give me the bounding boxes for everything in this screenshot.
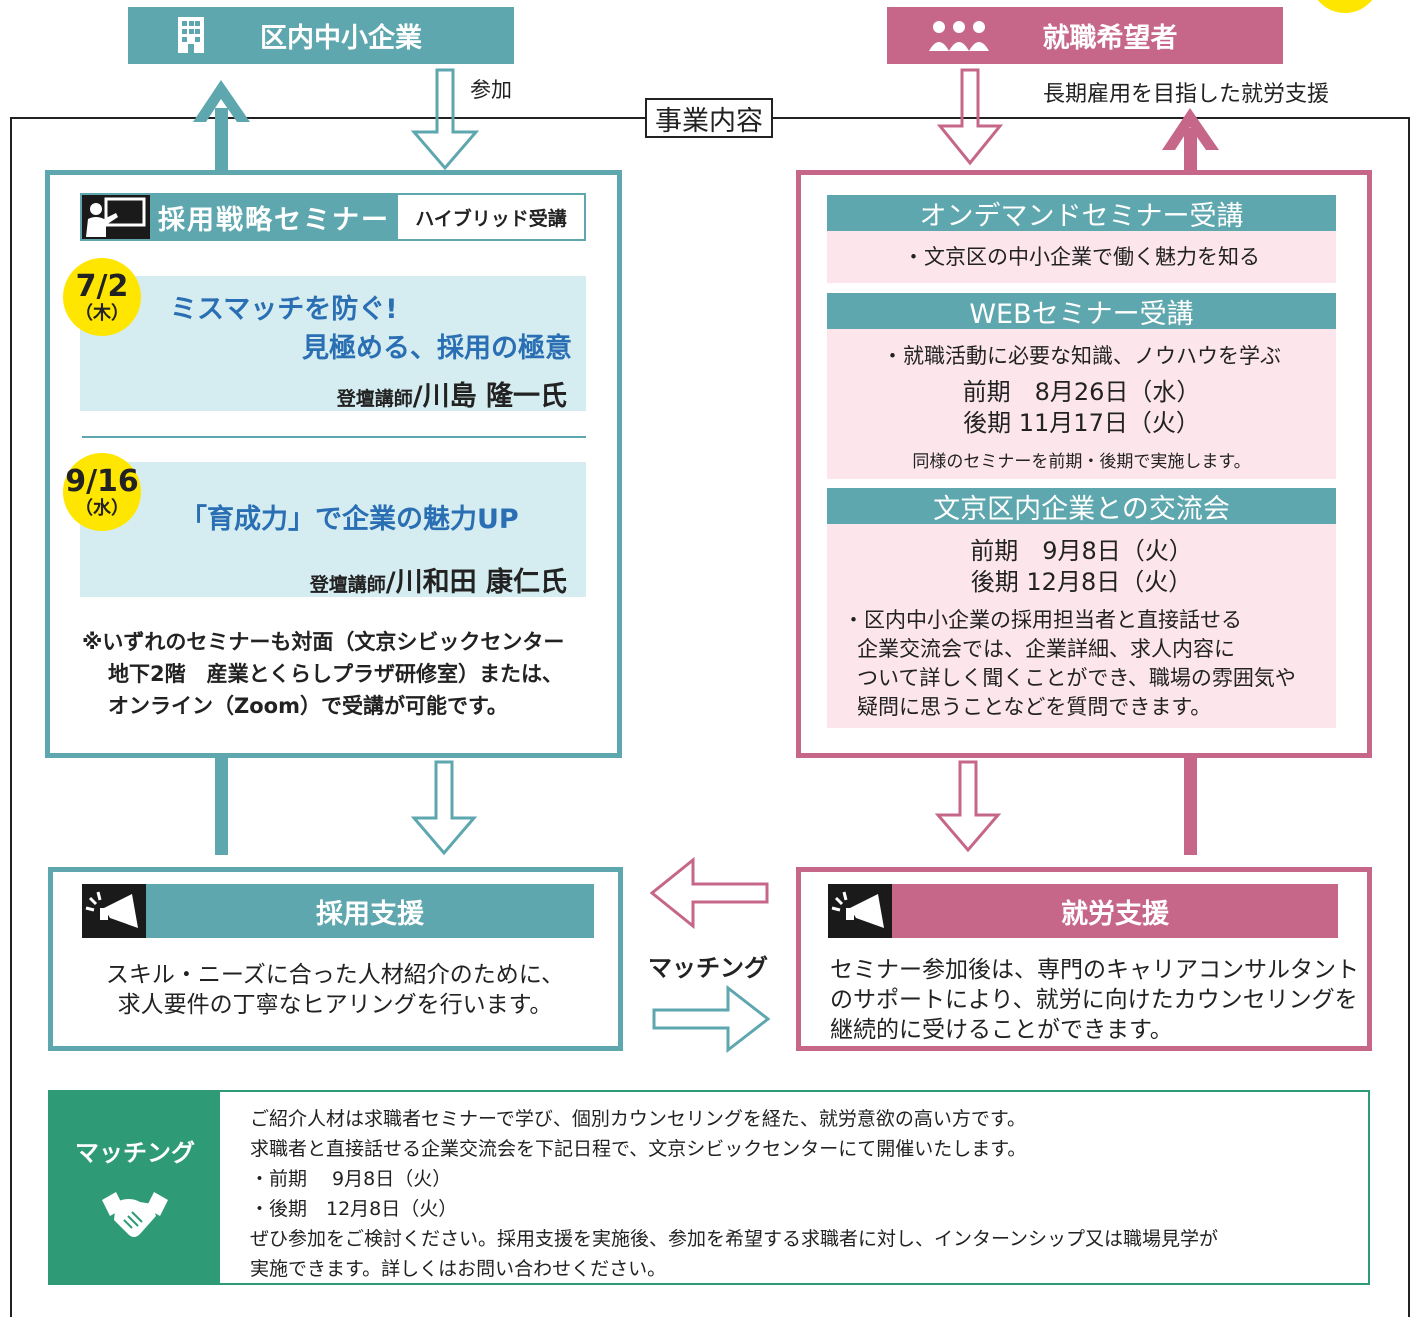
ondemand-title: オンデマンドセミナー受講 [827, 195, 1336, 232]
seminar-divider [82, 436, 586, 438]
web-second: 後期 11月17日（火） [963, 409, 1200, 437]
seminar-date-1: 7/2 （木） [63, 258, 141, 336]
handshake-icon [102, 1192, 168, 1237]
work-line: 継続的に受けることができます。 [830, 1017, 1173, 1043]
exchange-first: 前期 9月8日（火） [970, 537, 1193, 565]
section-tag: 事業内容 [645, 98, 773, 138]
date-text: 7/2 [75, 268, 129, 304]
exchange-line: ついて詳しく聞くことができ、職場の雰囲気や [857, 666, 1296, 690]
teal-up-arrow [193, 80, 250, 178]
date-text: 9/16 [65, 463, 139, 499]
seminar-title-bar: 採用戦略セミナー ハイブリッド受講 [80, 193, 586, 241]
megaphone-icon-box [828, 884, 892, 938]
hiring-support-header: 採用支援 [82, 884, 594, 938]
teal-right-arrow [652, 984, 771, 1054]
ondemand-text: ・文京区の中小企業で働く魅力を知る [903, 245, 1260, 269]
megaphone-icon-box [82, 884, 146, 938]
hiring-line: 求人要件の丁寧なヒアリングを行います。 [117, 992, 553, 1018]
teal-hollow-down-arrow-mid [410, 760, 478, 856]
pink-hollow-down-arrow-top [936, 68, 1004, 166]
speaker-prefix: 登壇講師 [336, 388, 413, 410]
web-first: 前期 8月26日（水） [962, 378, 1201, 406]
pink-left-arrow [649, 856, 769, 930]
seminar-card-2 [80, 462, 586, 597]
hiring-support-text: スキル・ニーズに合った人材紹介のために、 求人要件の丁寧なヒアリングを行います。 [70, 960, 600, 1020]
matching-info-line: ぜひ参加をご検討ください。採用支援を実施後、参加を希望する求職者に対し、インター… [250, 1228, 1219, 1250]
ondemand-panel: ・文京区の中小企業で働く魅力を知る [827, 231, 1336, 283]
people-icon [927, 19, 991, 53]
matching-info-line: 求職者と直接話せる企業交流会を下記日程で、文京シビックセンターにて開催いたします… [250, 1138, 1027, 1160]
matching-info-label: マッチング [75, 1139, 195, 1167]
exchange-panel: 前期 9月8日（火） 後期 12月8日（火） ・区内中小企業の採用担当者と直接話… [827, 524, 1336, 728]
exchange-line: 疑問に思うことなどを質問できます。 [857, 695, 1212, 719]
hybrid-badge: ハイブリッド受講 [415, 207, 567, 230]
long-term-label: 長期雇用を目指した就労支援 [1043, 82, 1330, 107]
megaphone-icon [831, 891, 884, 928]
work-line: セミナー参加後は、専門のキャリアコンサルタント [830, 957, 1359, 983]
megaphone-icon [85, 891, 138, 928]
smb-header: 区内中小企業 [128, 7, 514, 64]
hiring-line: スキル・ニーズに合った人材紹介のために、 [105, 962, 565, 988]
speaker-name: /川島 隆一氏 [412, 381, 567, 412]
weekday-text: （水） [75, 497, 129, 519]
building-icon [176, 15, 206, 55]
web-text: ・就職活動に必要な知識、ノウハウを学ぶ [882, 344, 1281, 368]
seminar-2-title: 「育成力」で企業の魅力UP [180, 504, 519, 535]
lecture-icon-box [82, 195, 150, 239]
work-line: のサポートにより、就労に向けたカウンセリングを [830, 987, 1358, 1013]
matching-info-line: 実施できます。詳しくはお問い合わせください。 [250, 1258, 667, 1280]
weekday-text: （木） [75, 302, 129, 324]
speaker-prefix: 登壇講師 [309, 574, 386, 596]
web-panel: ・就職活動に必要な知識、ノウハウを学ぶ 前期 8月26日（水） 後期 11月17… [827, 329, 1336, 479]
teal-hollow-down-arrow-top [410, 68, 480, 171]
pink-connector [1184, 752, 1197, 855]
jobseeker-header-label: 就職希望者 [1042, 23, 1178, 54]
work-support-text: セミナー参加後は、専門のキャリアコンサルタント のサポートにより、就労に向けたカ… [830, 955, 1360, 1045]
teal-connector [215, 752, 228, 855]
note-line: ※いずれのセミナーも対面（文京シビックセンター [82, 630, 565, 654]
seminar-note: ※いずれのセミナーも対面（文京シビックセンター 地下2階 産業とくらしプラザ研修… [82, 626, 564, 722]
seminar-1-title-line1: ミスマッチを防ぐ! [170, 294, 398, 325]
pink-up-arrow [1162, 108, 1219, 176]
matching-info-line: ・前期 9月8日（火） [250, 1168, 452, 1190]
matching-label: マッチング [648, 954, 768, 982]
matching-info-line: ・後期 12月8日（火） [250, 1198, 458, 1220]
exchange-text: ・区内中小企業の採用担当者と直接話せる 企業交流会では、企業詳細、求人内容に つ… [827, 606, 1336, 722]
web-note: 同様のセミナーを前期・後期で実施します。 [912, 452, 1251, 472]
work-support-title: 就労支援 [892, 884, 1338, 938]
seminar-1-title-line2: 見極める、採用の極意 [302, 333, 572, 364]
pink-hollow-down-arrow-mid [934, 760, 1002, 853]
participate-label: 参加 [470, 78, 512, 102]
hiring-support-title: 採用支援 [146, 884, 594, 938]
smb-header-label: 区内中小企業 [260, 23, 422, 54]
note-line: 地下2階 産業とくらしプラザ研修室）または、 [108, 662, 563, 686]
matching-info-box: マッチング ご紹介人材は求職者セミナーで学び、個別カウンセリングを経た、就労意欲… [48, 1090, 1370, 1285]
speaker-name: /川和田 康仁氏 [385, 567, 567, 598]
exchange-title: 文京区内企業との交流会 [827, 488, 1336, 525]
jobseeker-header: 就職希望者 [887, 7, 1283, 64]
exchange-line: ・区内中小企業の採用担当者と直接話せる [843, 608, 1242, 632]
seminar-title: 採用戦略セミナー [150, 195, 398, 239]
note-line: オンライン（Zoom）で受講が可能です。 [108, 694, 508, 718]
seminar-1-speaker: 登壇講師/川島 隆一氏 [337, 374, 567, 413]
lecture-icon [86, 197, 146, 237]
matching-info-line: ご紹介人材は求職者セミナーで学び、個別カウンセリングを経た、就労意欲の高い方です… [250, 1108, 1026, 1130]
exchange-second: 後期 12月8日（火） [970, 568, 1193, 596]
exchange-line: 企業交流会では、企業詳細、求人内容に [857, 637, 1235, 661]
seminar-date-2: 9/16 （水） [63, 453, 141, 531]
seminar-2-speaker: 登壇講師/川和田 康仁氏 [310, 560, 567, 599]
work-support-header: 就労支援 [828, 884, 1338, 938]
web-title: WEBセミナー受講 [827, 293, 1336, 330]
seminar-card-1 [80, 276, 586, 411]
matching-info-label-panel: マッチング [50, 1092, 220, 1283]
matching-info-text: ご紹介人材は求職者セミナーで学び、個別カウンセリングを経た、就労意欲の高い方です… [220, 1092, 1218, 1283]
